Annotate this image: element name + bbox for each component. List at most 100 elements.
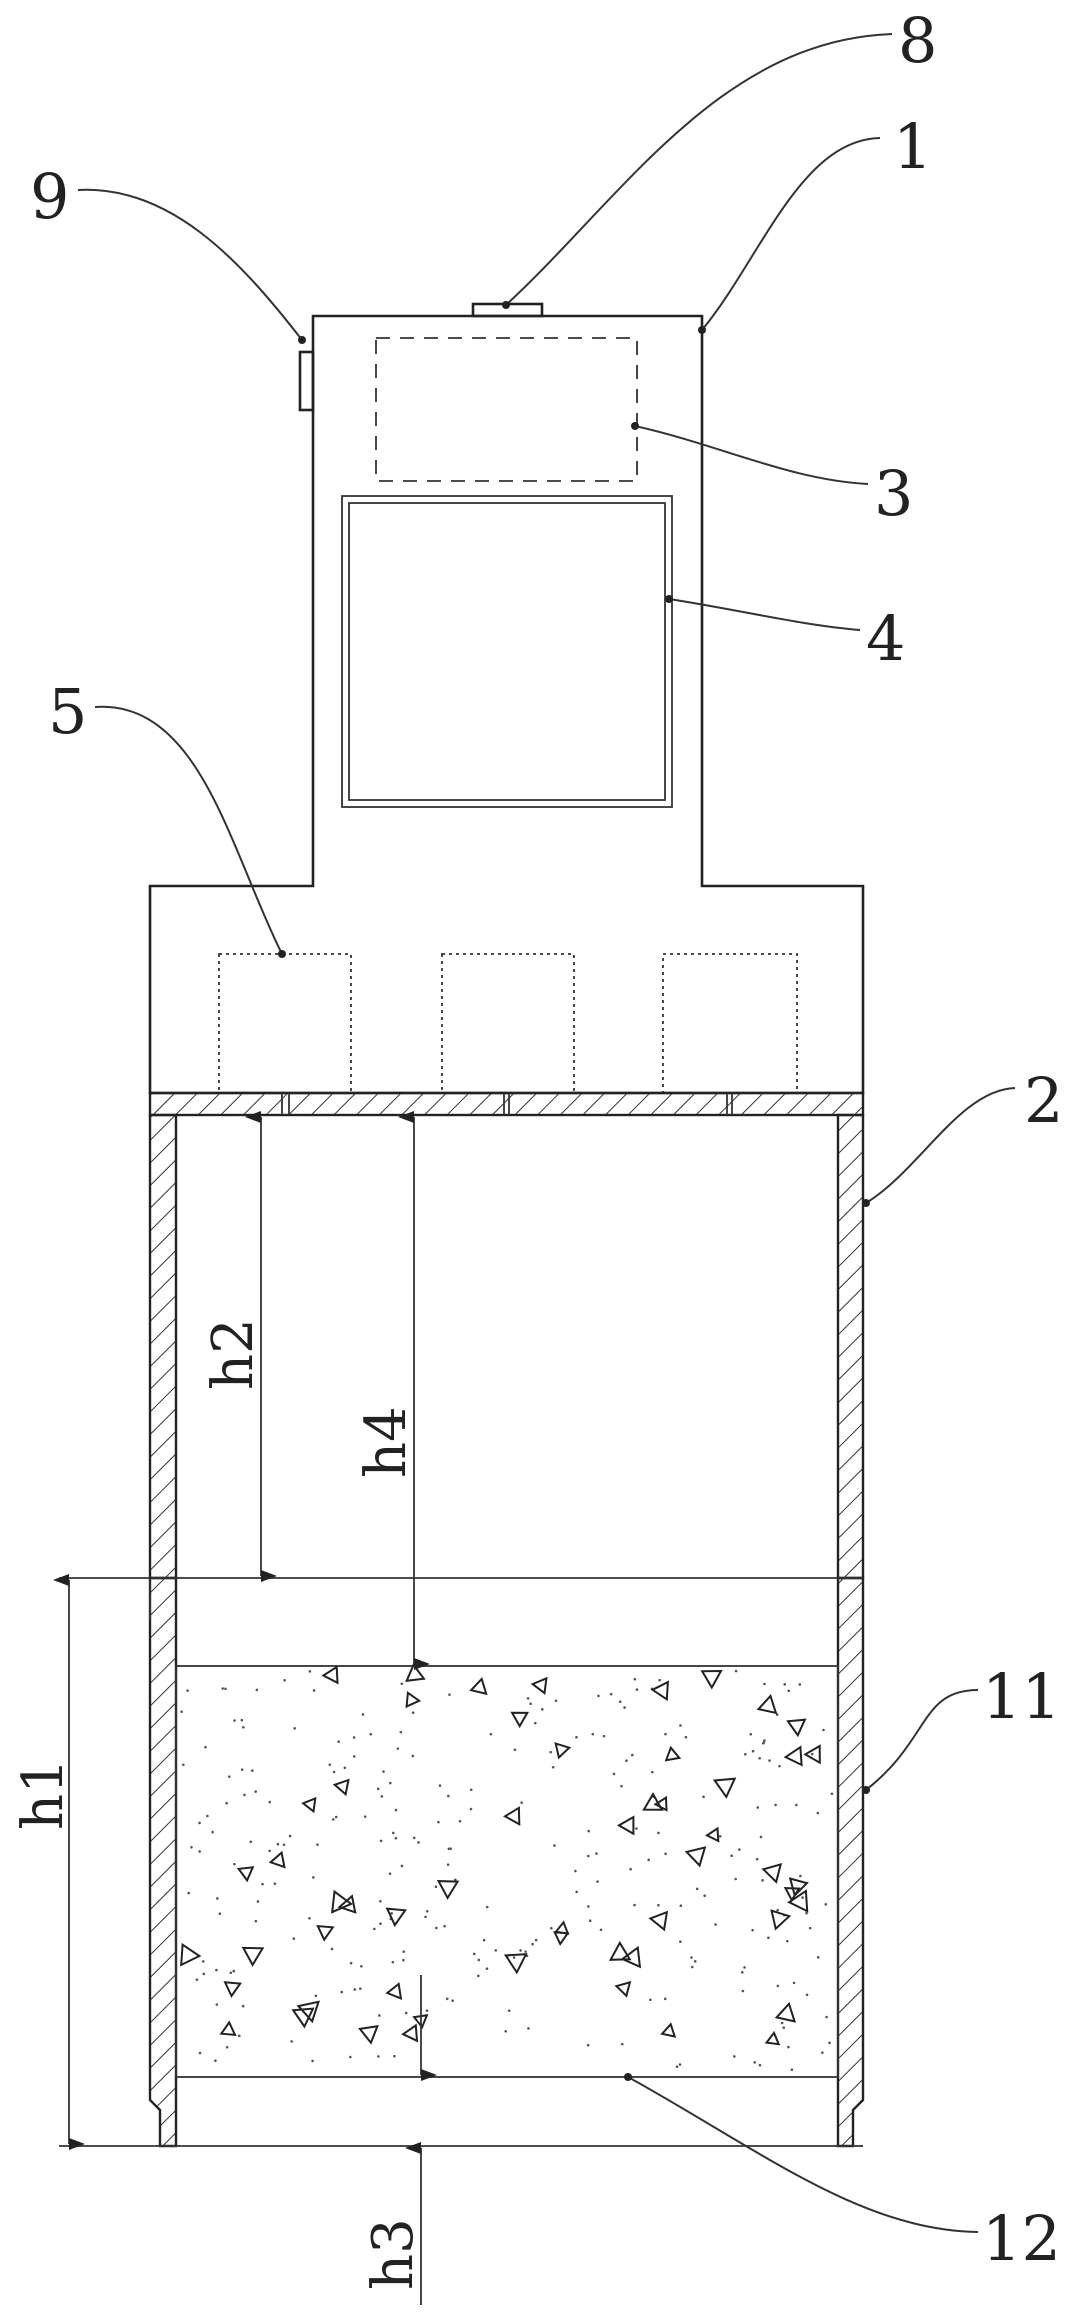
- sand-dot: [635, 1827, 638, 1830]
- aggregate-triangle: [702, 1671, 721, 1688]
- aggregate-triangle: [271, 1853, 285, 1867]
- sand-dot: [230, 1971, 233, 1974]
- sand-dot: [360, 1965, 363, 1968]
- sand-dot: [477, 1975, 480, 1978]
- sand-dot: [214, 2059, 217, 2062]
- sand-dot: [587, 2044, 590, 2047]
- sand-dot: [799, 1875, 802, 1878]
- sand-dot: [575, 1891, 578, 1894]
- sand-dot: [527, 1697, 530, 1700]
- sand-dot: [806, 1993, 809, 1996]
- sand-dot: [809, 1927, 812, 1930]
- sand-dot: [379, 1900, 382, 1903]
- sand-dot: [459, 1820, 462, 1823]
- sand-dot: [535, 1939, 538, 1942]
- sand-dot: [211, 1831, 214, 1834]
- aggregate-triangle: [707, 1828, 718, 1841]
- sand-dot: [283, 1679, 286, 1682]
- sand-dot: [519, 1949, 522, 1952]
- sand-dot: [767, 1936, 770, 1939]
- sand-dot: [364, 1815, 367, 1818]
- sand-dot: [676, 2065, 679, 2068]
- sand-dot: [402, 1959, 405, 1962]
- control-module-dashed: [376, 338, 637, 481]
- sand-dot: [413, 1837, 416, 1840]
- sand-dot: [335, 1816, 338, 1819]
- sand-dot: [226, 2046, 229, 2049]
- label-8: 8: [898, 4, 937, 77]
- sand-dot: [619, 1700, 622, 1703]
- sand-dot: [228, 1775, 231, 1778]
- sample-material: [176, 1665, 838, 2077]
- sand-dot: [825, 2016, 828, 2019]
- sand-dot: [293, 1937, 296, 1940]
- sand-dot: [274, 1882, 277, 1885]
- aggregate-triangle: [662, 2024, 675, 2036]
- sand-dot: [233, 1719, 236, 1722]
- sand-dot: [679, 1724, 682, 1727]
- sand-dot: [242, 1726, 245, 1729]
- sand-dot: [762, 1741, 765, 1744]
- sand-dot: [437, 1821, 440, 1824]
- sand-dot: [811, 1753, 814, 1756]
- sand-dot: [202, 1960, 205, 1963]
- sand-dot: [787, 1689, 790, 1692]
- sand-dot: [691, 1966, 694, 1969]
- sand-dot: [508, 2009, 511, 2012]
- sand-dot: [290, 2040, 293, 2043]
- sand-dot: [477, 1959, 480, 1962]
- sand-dot: [182, 1764, 185, 1767]
- sand-dot: [634, 1678, 637, 1681]
- aggregate-triangle: [611, 1943, 630, 1960]
- sand-dot: [439, 1784, 442, 1787]
- aggregate-triangle: [243, 1948, 262, 1965]
- sand-dot: [379, 1922, 382, 1925]
- sand-dot: [446, 1998, 449, 2001]
- sand-dot: [801, 1896, 804, 1899]
- sand-dot: [283, 1843, 286, 1846]
- sand-dot: [534, 1722, 537, 1725]
- aggregate-triangle: [786, 1747, 802, 1765]
- sand-dot: [649, 1998, 652, 2001]
- sand-dot: [596, 1880, 599, 1883]
- aggregate-triangle: [323, 1667, 337, 1683]
- sand-dot: [490, 1733, 493, 1736]
- sand-dot: [633, 1904, 636, 1907]
- sand-dot: [277, 1843, 280, 1846]
- sand-dot: [817, 1956, 820, 1959]
- housing: [150, 316, 863, 1093]
- sand-dot: [256, 1689, 259, 1692]
- sand-dot: [447, 1795, 450, 1798]
- sand-dot: [787, 2046, 790, 2049]
- aggregate-triangle: [653, 1682, 668, 1699]
- sand-dot: [524, 1950, 527, 1953]
- aggregate-triangle: [439, 1881, 458, 1898]
- sand-dot: [781, 2022, 784, 2025]
- sand-dot: [206, 1815, 209, 1818]
- aggregate-triangle: [335, 1780, 349, 1794]
- aggregate-triangle: [340, 1896, 356, 1912]
- sand-dot: [694, 1960, 697, 1963]
- sand-dot: [198, 1822, 201, 1825]
- sand-dot: [254, 1790, 257, 1793]
- sand-dot: [233, 1863, 236, 1866]
- sand-dot: [186, 1689, 189, 1692]
- aggregate-triangle: [407, 1665, 424, 1681]
- sand-dot: [760, 1836, 763, 1839]
- sand-dot: [483, 1939, 486, 1942]
- aggregate-triangle: [619, 1817, 634, 1834]
- aggregate-triangle: [512, 1713, 527, 1726]
- sand-dot: [658, 1679, 661, 1682]
- dim-h1: h1: [11, 1758, 76, 1830]
- sand-dot: [198, 1850, 201, 1853]
- sand-dot: [636, 1688, 639, 1691]
- aggregate-triangle: [687, 1848, 705, 1866]
- sand-dot: [783, 1683, 786, 1686]
- sand-dot: [587, 1855, 590, 1858]
- dim-h2: h2: [201, 1318, 266, 1390]
- sand-dot: [679, 1940, 682, 1943]
- sand-dot: [251, 1769, 254, 1772]
- sand-dot: [575, 1736, 578, 1739]
- sand-dot: [761, 1879, 764, 1882]
- aggregate-triangle: [387, 1984, 401, 1998]
